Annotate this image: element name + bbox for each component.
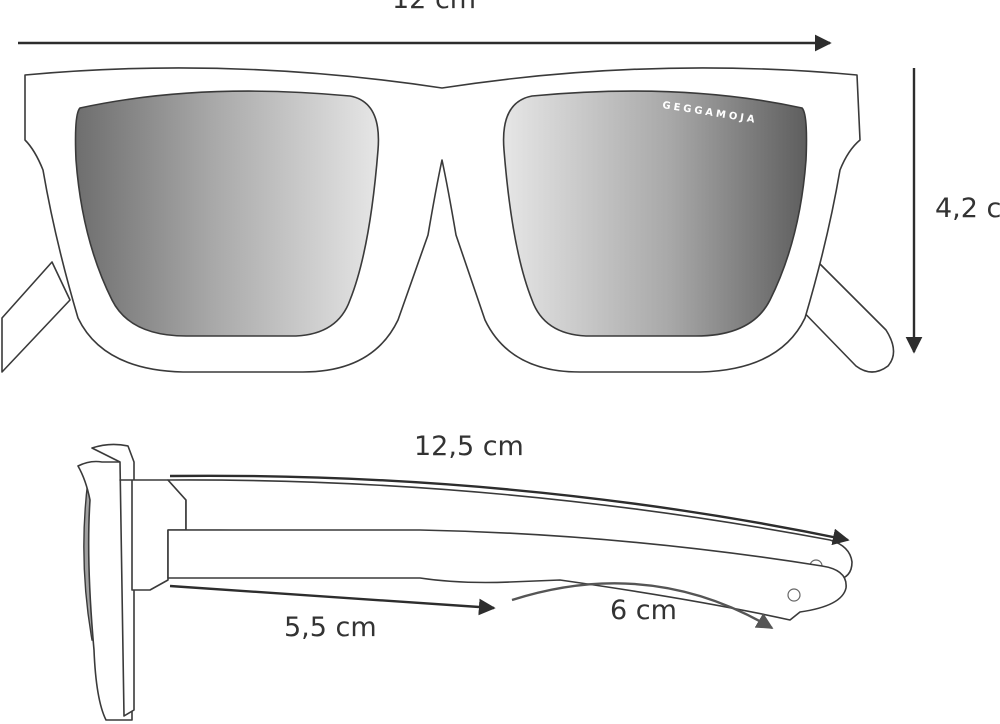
- near-temple-rivet: [787, 588, 801, 602]
- temple-length-arrow: [169, 474, 850, 546]
- temple-tip-segment-dimension: 6 cm: [511, 582, 774, 630]
- side-frame-front-edge: [91, 443, 135, 717]
- temple-front-segment-arrow: [169, 584, 496, 616]
- temple-length-dimension: 12,5 cm: [169, 431, 850, 546]
- left-temple-stub: [1, 261, 71, 373]
- side-view: [77, 443, 853, 721]
- frame-height-label: 4,2 cm: [935, 193, 1000, 224]
- left-lens: [74, 90, 380, 337]
- near-temple: [167, 529, 847, 621]
- frame-width-label: 12 cm: [392, 0, 476, 15]
- front-view: GEGGAMOJA: [1, 67, 895, 373]
- temple-front-segment-dimension: 5,5 cm: [169, 584, 496, 643]
- temple-tip-segment-arrow: [511, 582, 774, 630]
- side-frame-front: [77, 460, 133, 721]
- temple-tip-segment-label: 6 cm: [610, 595, 677, 626]
- frame-width-dimension: 12 cm: [18, 0, 832, 52]
- right-lens: [502, 90, 808, 337]
- frame-height-dimension: 4,2 cm: [905, 68, 1000, 354]
- temple-length-label: 12,5 cm: [414, 431, 524, 462]
- right-temple-stub: [789, 261, 895, 373]
- temple-front-segment-label: 5,5 cm: [284, 612, 377, 643]
